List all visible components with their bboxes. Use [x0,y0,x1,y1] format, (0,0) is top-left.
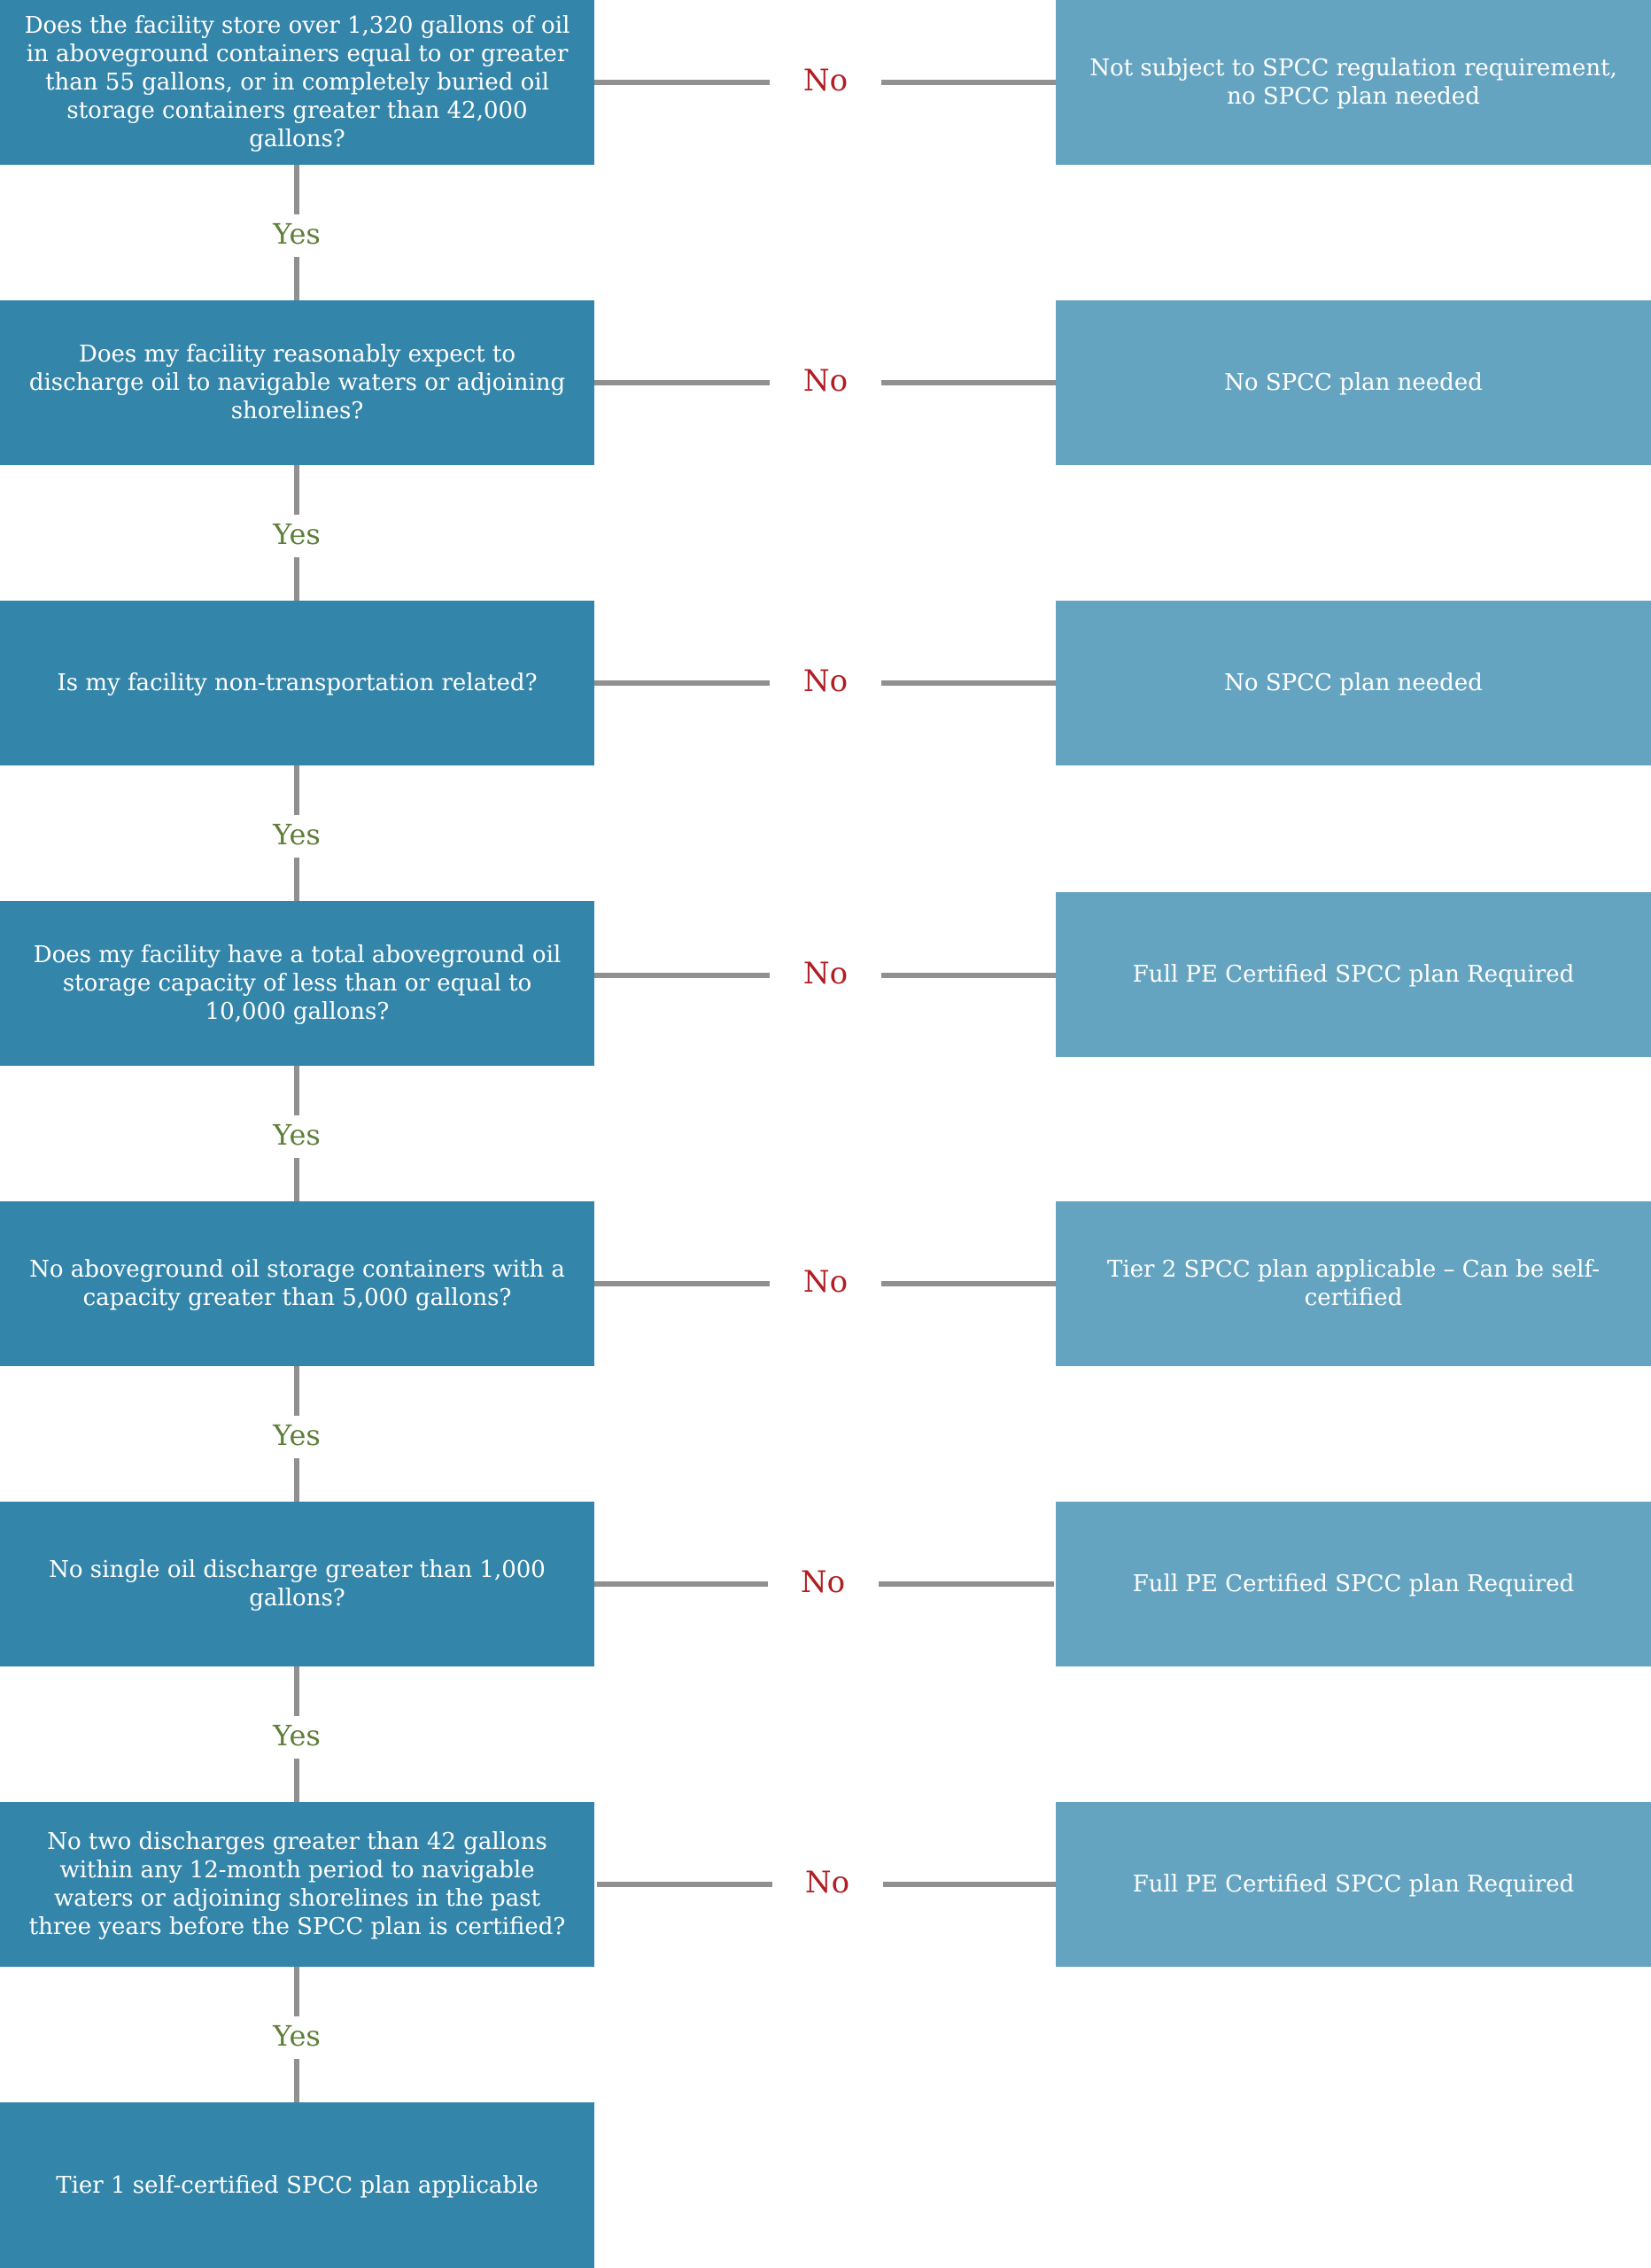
no-connector-right-7 [883,1882,1056,1887]
no-connector-right-2 [881,380,1056,385]
no-connector-right-4 [881,973,1056,978]
result-box-1: Not subject to SPCC regulation requireme… [1056,0,1651,165]
question-box-5: No aboveground oil storage containers wi… [0,1201,594,1366]
yes-connector-bottom-7 [294,2059,299,2102]
no-connector-left-2 [594,380,770,385]
question-box-7: No two discharges greater than 42 gallon… [0,1802,594,1967]
yes-connector-top-4 [294,1066,299,1115]
no-label-1: No [802,63,849,98]
yes-label-5: Yes [273,1418,321,1452]
yes-connector-bottom-2 [294,557,299,601]
result-box-3: No SPCC plan needed [1056,601,1651,765]
result-box-7: Full PE Certified SPCC plan Required [1056,1802,1651,1967]
yes-connector-bottom-1 [294,257,299,300]
no-connector-left-4 [594,973,770,978]
yes-connector-top-7 [294,1967,299,2016]
yes-connector-bottom-6 [294,1759,299,1802]
result-box-2: No SPCC plan needed [1056,300,1651,465]
no-label-3: No [802,664,849,699]
no-label-2: No [802,363,849,399]
yes-connector-top-2 [294,465,299,515]
result-box-5: Tier 2 SPCC plan applicable – Can be sel… [1056,1201,1651,1366]
no-connector-left-3 [594,680,770,686]
yes-connector-bottom-4 [294,1158,299,1201]
question-box-4: Does my facility have a total abovegroun… [0,901,594,1066]
question-box-1: Does the facility store over 1,320 gallo… [0,0,594,165]
result-box-6: Full PE Certified SPCC plan Required [1056,1502,1651,1666]
question-box-3: Is my facility non-transportation relate… [0,601,594,765]
yes-label-6: Yes [273,1719,321,1752]
question-box-6: No single oil discharge greater than 1,0… [0,1502,594,1666]
yes-label-4: Yes [273,1118,321,1152]
no-connector-left-6 [594,1581,768,1587]
question-box-2: Does my facility reasonably expect to di… [0,300,594,465]
yes-connector-top-6 [294,1666,299,1716]
yes-connector-top-1 [294,165,299,214]
no-label-5: No [802,1264,849,1300]
yes-connector-top-5 [294,1366,299,1416]
yes-label-1: Yes [273,217,321,251]
yes-label-3: Yes [273,818,321,851]
yes-label-7: Yes [273,2019,321,2053]
no-connector-right-6 [879,1581,1054,1587]
no-connector-right-5 [881,1281,1056,1286]
yes-label-2: Yes [273,517,321,551]
no-connector-left-7 [597,1882,772,1887]
yes-connector-bottom-3 [294,858,299,901]
result-box-4: Full PE Certified SPCC plan Required [1056,892,1651,1057]
no-label-7: No [804,1865,850,1900]
no-label-4: No [802,956,849,991]
no-connector-left-5 [594,1281,770,1286]
no-label-6: No [800,1565,846,1600]
yes-connector-bottom-5 [294,1458,299,1502]
no-connector-left-1 [594,80,770,85]
yes-connector-top-3 [294,765,299,815]
no-connector-right-1 [881,80,1056,85]
no-connector-right-3 [881,680,1056,686]
final-result-box: Tier 1 self-certified SPCC plan applicab… [0,2102,594,2268]
